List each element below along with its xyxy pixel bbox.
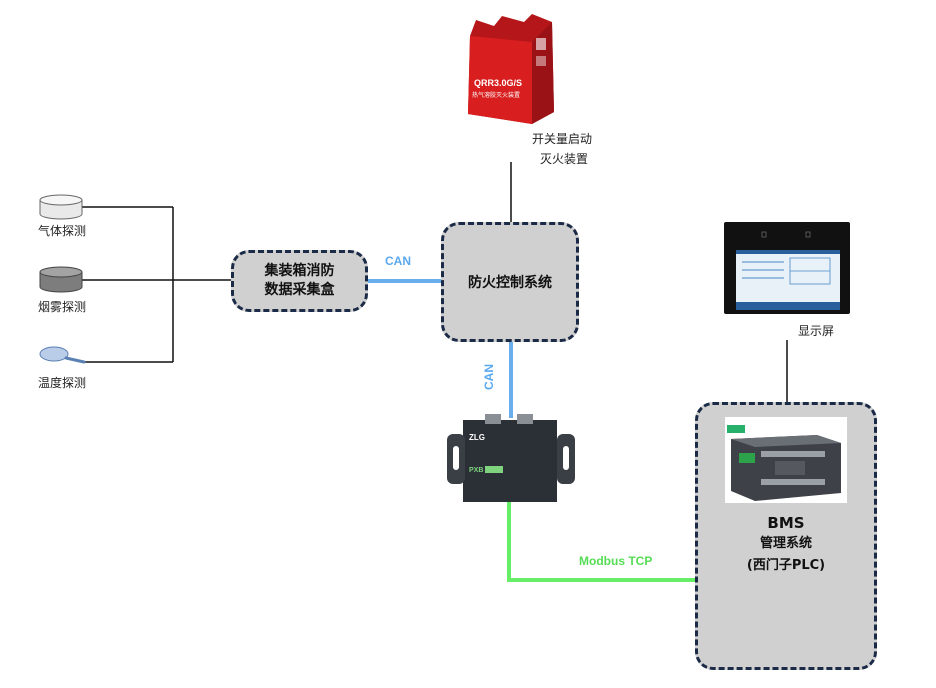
gateway-brand-text: ZLG <box>469 433 485 442</box>
gas-sensor-icon <box>38 194 84 220</box>
can-vertical-label: CAN <box>482 364 496 390</box>
collector-line2: 数据采集盒 <box>264 282 335 298</box>
display-caption: 显示屏 <box>798 324 835 338</box>
temp-sensor-label: 温度探测 <box>38 376 87 390</box>
modbus-line <box>507 500 697 582</box>
bms-line2: (西门子PLC) <box>746 558 826 573</box>
can-horizontal-label: CAN <box>385 254 411 268</box>
modbus-gateway-image: ZLG PXB <box>445 414 577 506</box>
extinguisher-caption-1: 开关量启动 <box>532 132 593 146</box>
siemens-plc-image <box>725 417 847 503</box>
gas-sensor-label: 气体探测 <box>38 224 87 238</box>
bms-line1: 管理系统 <box>759 536 812 551</box>
extinguisher-model-text: QRR3.0G/S <box>474 78 522 88</box>
smoke-sensor-icon <box>38 266 84 294</box>
modbus-label: Modbus TCP <box>579 554 653 568</box>
gateway-model-text: PXB <box>469 467 483 474</box>
display-screen-image <box>724 222 850 314</box>
collector-line1: 集装箱消防 <box>264 263 335 279</box>
extinguisher-subtitle-text: 热气溶胶灭火装置 <box>472 91 520 99</box>
data-collector-box: 集装箱消防 数据采集盒 <box>231 250 368 312</box>
fire-control-system-box: 防火控制系统 <box>441 222 579 342</box>
extinguisher-caption-2: 灭火装置 <box>540 152 589 166</box>
aerosol-extinguisher-image: QRR3.0G/S 热气溶胶灭火装置 <box>462 12 558 126</box>
fire-control-label: 防火控制系统 <box>468 275 552 291</box>
temperature-probe-icon <box>38 344 88 368</box>
bms-title: BMS <box>767 514 805 532</box>
smoke-sensor-label: 烟雾探测 <box>38 300 87 314</box>
